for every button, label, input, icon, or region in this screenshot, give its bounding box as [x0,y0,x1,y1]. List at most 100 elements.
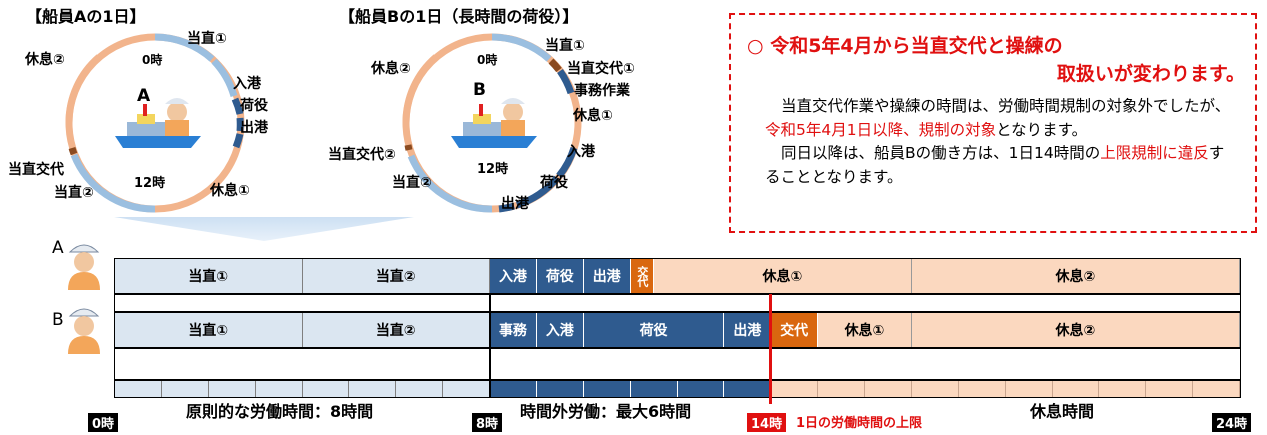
sailor-b-avatar-icon [64,302,104,358]
row_a-segment: 交代 [630,259,655,293]
hour-cell [1099,381,1147,397]
diagram-b-clock [402,33,582,213]
sailor-ship-b-icon [449,92,539,150]
axis-hour24: 24時 [1212,413,1252,432]
a-enter-port: 入港 [233,76,261,92]
limit-line [769,294,773,404]
notice-p1-b: となります。 [996,120,1088,139]
hour-cell [1193,381,1240,397]
hour-cell [396,381,444,397]
b-handover2: 当直交代② [328,147,396,163]
row_a-segment: 休息① [654,259,912,293]
notice-box: ○ 令和5年4月から当直交代と操練の 取扱いが変わります。 当直交代作業や操練の… [729,13,1257,233]
hour-cell [1052,381,1100,397]
b-leave-port: 出港 [501,196,529,212]
hour-cell [255,381,303,397]
hour-cell [490,381,537,397]
notice-heading-line2: 取扱いが変わります。 [1056,63,1245,85]
notice-p1-a: 当直交代作業や操練の時間は、労働時間規制の対象外でしたが、 [781,97,1231,115]
row_a-segment: 休息② [911,259,1240,293]
b-duty1: 当直① [545,38,585,54]
row_b-segment: 荷役 [583,313,725,347]
hour-cell [349,381,397,397]
hour-cell [583,381,631,397]
b-hour12: 12時 [477,162,509,177]
row_a-segment: 当直① [115,259,303,293]
axis-hour8: 8時 [472,413,503,432]
axis-hour14: 14時 [747,413,787,432]
row_b-segment: 休息② [911,313,1240,347]
hour-cell [536,381,584,397]
axis-label-overtime: 時間外労働：最大6時間 [520,402,692,421]
hour-cell [1146,381,1194,397]
sailor-a-avatar-icon [64,238,104,294]
diagram-b-title: 【船員Bの1日（長時間の荷役）】 [339,7,579,26]
expand-arrow-icon [114,217,414,241]
a-cargo: 荷役 [240,98,268,114]
a-rest1: 休息① [210,183,250,199]
hour-cell [724,381,772,397]
hour-cell [771,381,819,397]
hour-cell [677,381,725,397]
b-hour0: 0時 [477,53,498,67]
b-rest1: 休息① [573,108,613,124]
axis-label-normal: 原則的な労働時間：8時間 [186,402,374,421]
row_b-segment: 休息① [818,313,912,347]
hour-cell [911,381,959,397]
row_a-segment: 出港 [583,259,631,293]
hour-cell [443,381,490,397]
sailor-ship-a-icon [113,92,203,150]
notice-heading-line1: ○ 令和5年4月から当直交代と操練の [747,35,1063,57]
row-a-letter: A [52,238,64,258]
row_b-segment: 交代 [771,313,819,347]
row_b-segment: 当直① [115,313,303,347]
notice-paragraph: 当直交代作業や操練の時間は、労働時間規制の対象外でしたが、令和5年4月1日以降、… [765,95,1235,189]
a-handover: 当直交代 [8,162,64,178]
b-handover1: 当直交代① [567,61,635,77]
row-b-letter: B [52,310,64,330]
b-cargo: 荷役 [540,175,568,191]
b-office: 事務作業 [574,83,630,99]
b-rest2: 休息② [371,61,411,77]
hour-cell [958,381,1006,397]
diagram-a-center-letter: A [137,86,151,106]
diagram-b-center-letter: B [473,80,486,100]
row_a-segment: 当直② [302,259,490,293]
row_b-segment: 事務 [490,313,537,347]
divider-8h [489,294,491,398]
row_b-segment: 入港 [536,313,584,347]
row_a-segment: 入港 [490,259,537,293]
timeline-spacer-b [114,348,1241,380]
hour-cell [865,381,912,397]
hour-cell [630,381,678,397]
row_a-segment: 荷役 [536,259,584,293]
hour-cell [208,381,256,397]
hour-cell [818,381,865,397]
a-duty1: 当直① [187,31,227,47]
axis-label-limit: 1日の労働時間の上限 [796,416,923,431]
diagram-a-clock [65,33,245,213]
notice-p2-b: することとなります。 [765,144,1225,186]
a-hour0: 0時 [142,53,163,67]
hour-cell [161,381,209,397]
a-duty2: 当直② [54,185,94,201]
notice-p1-red: 令和5年4月1日以降、規制の対象 [765,120,997,139]
timeline-hour-row [114,380,1241,398]
hour-cell [302,381,350,397]
a-rest2: 休息② [25,52,65,68]
hour-cell [1005,381,1053,397]
diagram-a-title: 【船員Aの1日】 [26,7,146,26]
row_b-segment: 当直② [302,313,490,347]
timeline-spacer-a [114,294,1241,312]
notice-p2-red: 上限規制に違反 [1100,144,1209,162]
axis-label-rest: 休息時間 [1030,402,1095,421]
row_b-segment: 出港 [724,313,772,347]
b-enter-port: 入港 [567,144,595,160]
hour-cell [115,381,162,397]
a-hour12: 12時 [134,176,166,191]
a-leave-port: 出港 [240,120,268,136]
notice-p2-a: 同日以降は、船員Bの働き方は、1日14時間の [781,144,1101,162]
